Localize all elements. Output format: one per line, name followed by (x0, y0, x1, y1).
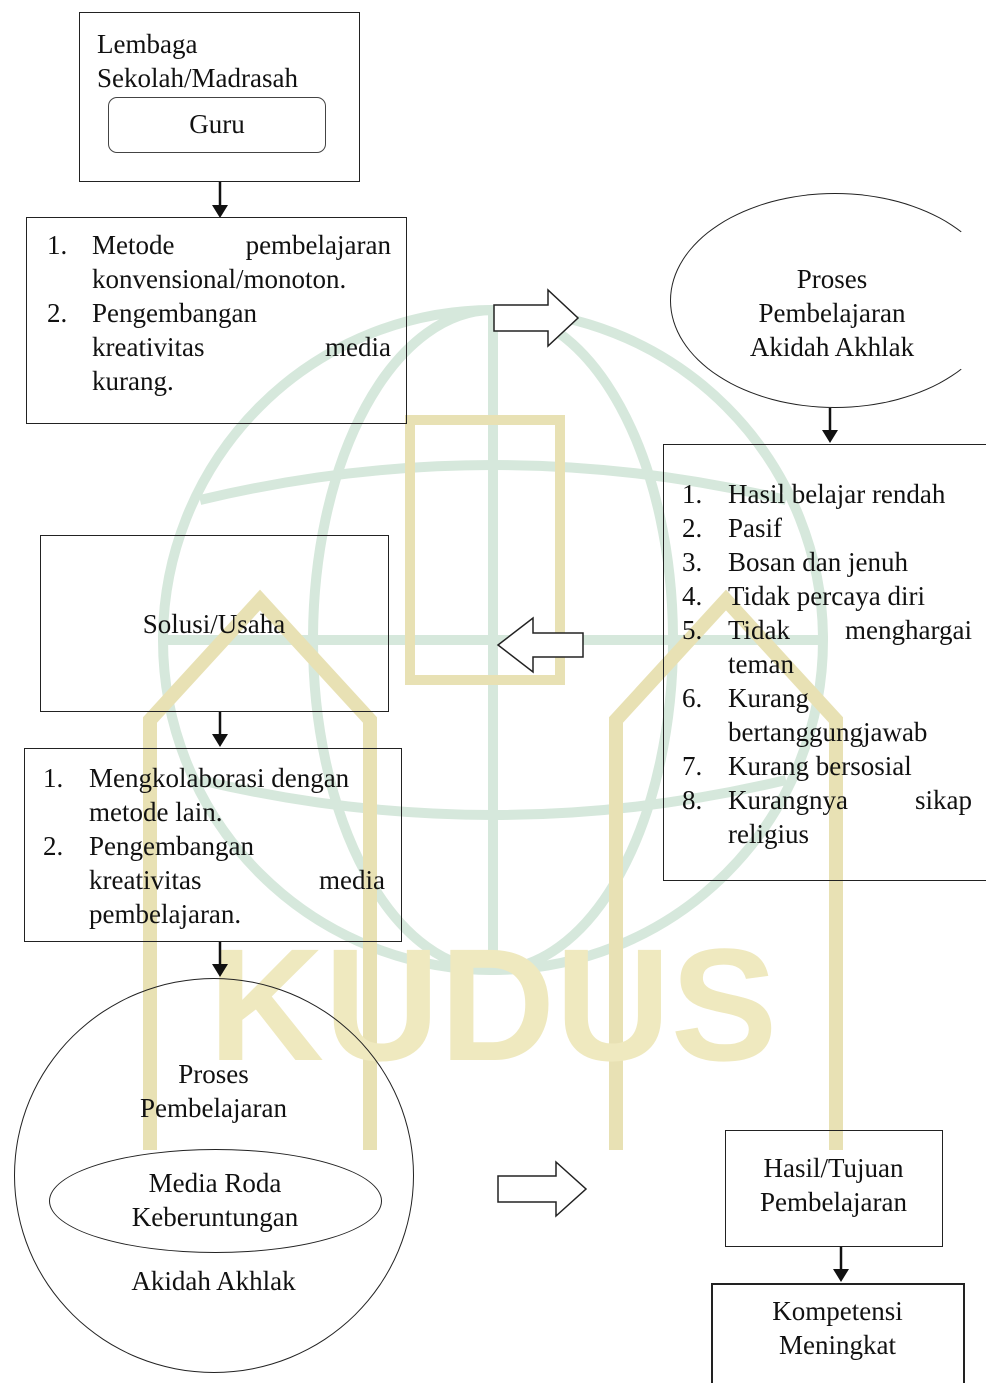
competence-box: Kompetensi Meningkat (711, 1283, 965, 1383)
process-label-1: Proses (796, 264, 868, 294)
list-item: 1. Metode pembelajaran konvensional/mono… (47, 230, 391, 294)
teacher-label: Guru (189, 109, 245, 139)
solutions-box: 1. Mengkolaborasi dengan metode lain. 2.… (24, 748, 402, 942)
process-bottom-label-3: Akidah Akhlak (131, 1266, 296, 1296)
list-item: 7.Kurang bersosial (682, 751, 912, 781)
institution-label-2: Sekolah/Madrasah (97, 63, 298, 93)
list-item: 1. Mengkolaborasi dengan metode lain. (43, 763, 350, 827)
effects-box: 1.Hasil belajar rendah 2.Pasif 3.Bosan d… (663, 444, 986, 881)
solution-label: Solusi/Usaha (142, 609, 286, 639)
learning-process-circle: Proses Pembelajaran Media Roda Keberuntu… (14, 978, 414, 1373)
competence-label-1: Kompetensi (772, 1296, 903, 1326)
block-arrow-right-bottom (497, 1160, 588, 1218)
list-item: 2. Pengembangan kreativitas media kurang… (47, 298, 391, 396)
block-arrow-left-middle (496, 616, 584, 674)
media-label-2: Keberuntungan (131, 1202, 299, 1232)
list-item: 2.Pasif (682, 513, 782, 543)
media-wheel-ellipse: Media Roda Keberuntungan (49, 1149, 382, 1253)
process-bottom-label-2: Pembelajaran (140, 1093, 287, 1123)
list-item: 3.Bosan dan jenuh (682, 547, 908, 577)
media-label-1: Media Roda (148, 1168, 282, 1198)
list-item: 2. Pengembangan kreativitas media pembel… (43, 831, 385, 929)
teacher-box: Guru (108, 97, 326, 153)
competence-label-2: Meningkat (779, 1330, 896, 1360)
solution-box: Solusi/Usaha (40, 535, 389, 712)
institution-box: Lembaga Sekolah/Madrasah Guru (79, 12, 360, 182)
problems-box: 1. Metode pembelajaran konvensional/mono… (26, 217, 407, 424)
process-bottom-label-1: Proses (178, 1059, 249, 1089)
result-label-1: Hasil/Tujuan (763, 1153, 904, 1183)
list-item: 4.Tidak percaya diri (682, 581, 925, 611)
result-box: Hasil/Tujuan Pembelajaran (725, 1130, 943, 1247)
result-label-2: Pembelajaran (760, 1187, 907, 1217)
list-item: 1.Hasil belajar rendah (682, 479, 946, 509)
block-arrow-right-top (493, 288, 580, 348)
learning-process-ellipse: Proses Pembelajaran Akidah Akhlak (670, 193, 986, 408)
process-label-3: Akidah Akhlak (749, 332, 915, 362)
process-label-2: Pembelajaran (758, 298, 906, 328)
institution-label-1: Lembaga (97, 29, 198, 59)
